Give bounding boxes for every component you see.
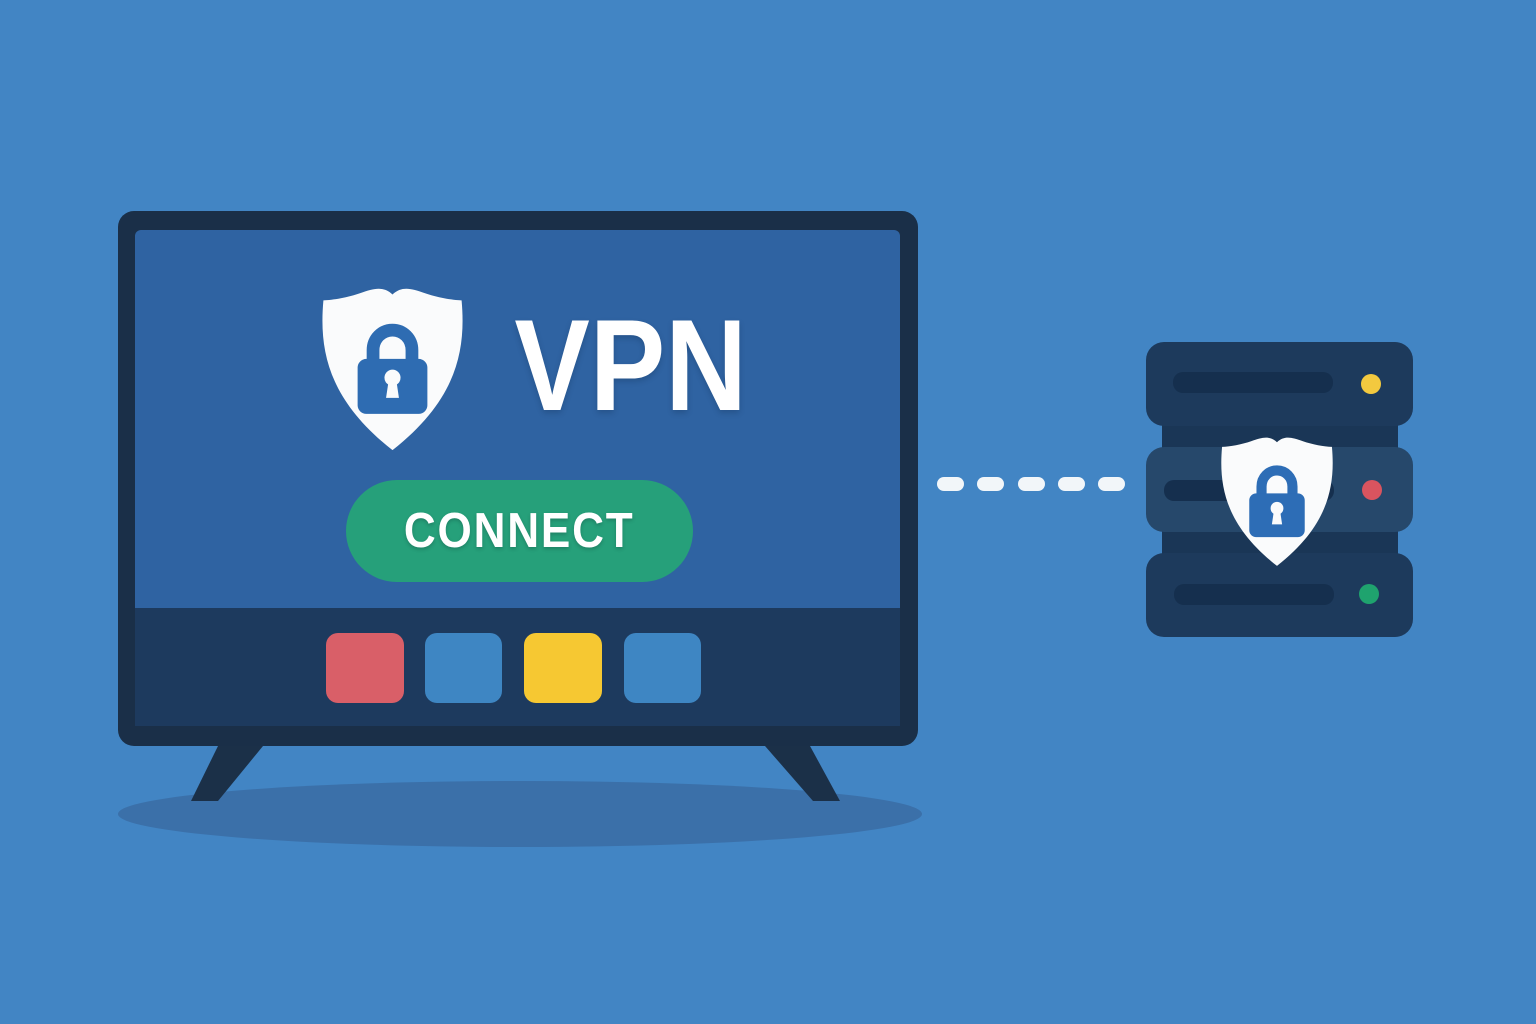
connect-button[interactable]: CONNECT	[346, 480, 693, 582]
vpn-title: VPN	[514, 292, 748, 438]
connection-dash	[977, 477, 1004, 491]
keyhole-stem	[1271, 511, 1283, 525]
connection-dash	[1018, 477, 1045, 491]
keyhole	[1270, 501, 1284, 515]
tv-leg-left	[191, 746, 263, 801]
lock-shackle	[366, 323, 419, 366]
tv-shadow	[118, 781, 922, 847]
status-light-green	[1359, 584, 1379, 604]
connect-button-label: CONNECT	[404, 503, 635, 558]
app-tile-blue-2[interactable]	[624, 633, 701, 703]
status-light-red	[1362, 480, 1382, 500]
tv-app-bar	[135, 608, 900, 726]
tv-leg-right	[765, 746, 840, 801]
server-drive-slot	[1173, 372, 1333, 393]
status-light-yellow	[1361, 374, 1381, 394]
shield-lock-icon	[322, 288, 463, 451]
vpn-title-wrap: VPN	[496, 292, 766, 438]
app-tile-blue-1[interactable]	[425, 633, 502, 703]
shield-lock-icon	[1221, 437, 1333, 566]
server-drive-slot	[1174, 584, 1334, 605]
server-connector	[1162, 425, 1398, 448]
connection-dash	[1058, 477, 1085, 491]
connection-dash	[1098, 477, 1125, 491]
lock-shackle	[1256, 465, 1298, 499]
app-tile-red[interactable]	[326, 633, 404, 703]
app-tile-yellow[interactable]	[524, 633, 602, 703]
connection-dash	[937, 477, 964, 491]
keyhole-stem	[386, 381, 399, 398]
